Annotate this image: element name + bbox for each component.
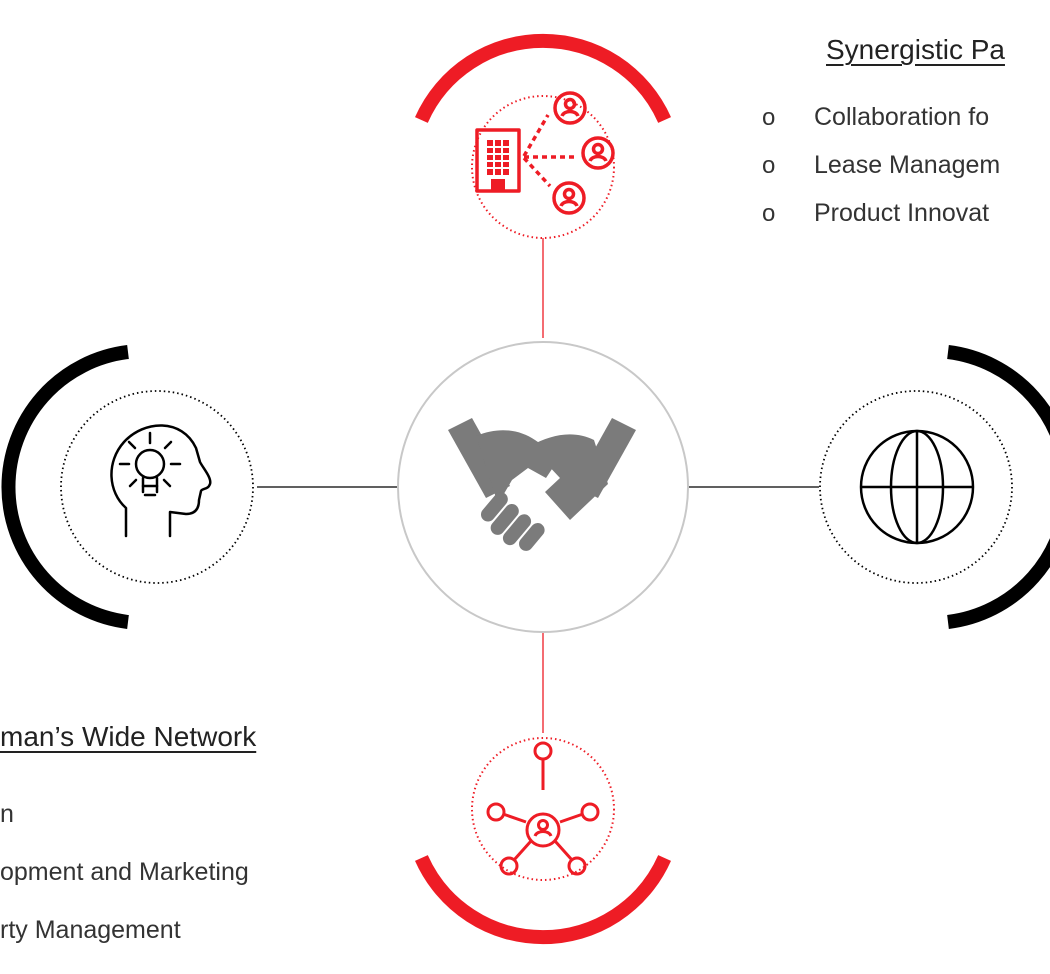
right-dotted-ring: [819, 390, 1013, 584]
bottom-node: [415, 737, 671, 945]
building-network-icon: [475, 91, 615, 215]
handshake-icon: [448, 418, 636, 551]
bottom-dotted-ring: [471, 737, 615, 881]
list-item-text: Collaboration fo: [814, 103, 990, 131]
right-node: [819, 345, 1050, 629]
top-dotted-ring: [471, 95, 615, 239]
list-item-text: rty Management: [0, 916, 181, 944]
list-item: o Collaboration fo: [762, 93, 1000, 141]
bullet-marker: o: [762, 200, 776, 227]
list-item: o Product Innovat: [762, 189, 1000, 237]
network-heading: man’s Wide Network: [0, 721, 257, 752]
list-item: rty Management: [0, 906, 249, 954]
bottom-accent-arc: [415, 855, 671, 945]
left-dotted-ring: [60, 390, 254, 584]
hub-network-icon: [486, 741, 600, 876]
globe-icon: [859, 429, 975, 545]
bullet-marker: o: [762, 152, 776, 179]
left-accent-arc: [1, 345, 129, 629]
bullet-marker: o: [762, 104, 776, 131]
top-node: [415, 33, 671, 239]
center-circle: [397, 341, 689, 633]
list-item: o Lease Managem: [762, 141, 1000, 189]
head-lightbulb-icon: [110, 424, 212, 538]
synergistic-heading: Synergistic Pa: [826, 34, 1005, 65]
list-item: opment and Marketing: [0, 848, 249, 896]
list-item-text: opment and Marketing: [0, 858, 249, 886]
right-accent-arc: [947, 345, 1050, 629]
list-item-text: n: [0, 800, 14, 828]
list-item-text: Lease Managem: [814, 151, 1001, 179]
left-node: [1, 345, 254, 629]
top-accent-arc: [415, 33, 671, 123]
list-item: n: [0, 790, 249, 838]
list-item-text: Product Innovat: [814, 199, 990, 227]
network-list: n opment and Marketing rty Management: [0, 790, 249, 954]
